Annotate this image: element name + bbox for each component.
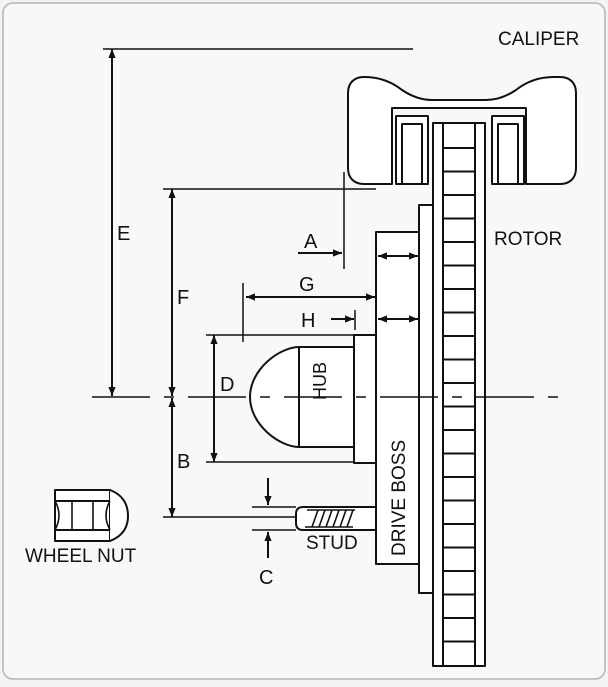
stud-label: STUD [306, 533, 358, 554]
dimension-f-label: F [177, 287, 189, 309]
rotor-label: ROTOR [494, 229, 562, 250]
stud-threads [305, 509, 355, 528]
hub-flange [353, 334, 377, 464]
hub-cap [249, 346, 300, 448]
drive-boss-label: DRIVE BOSS [389, 440, 410, 556]
extension-lines [103, 48, 413, 531]
wheel-nut-seat [109, 489, 129, 542]
rotor-hat [418, 204, 434, 594]
dimension-c-label: C [259, 567, 273, 589]
caliper-piston-outer [497, 123, 519, 185]
rotor [432, 122, 486, 667]
dimension-e-label: E [117, 223, 130, 245]
caliper [347, 76, 577, 185]
hub-label: HUB [310, 362, 330, 400]
wheel-nut-body [54, 489, 111, 542]
stud [295, 506, 377, 531]
wheel-nut-label: WHEEL NUT [25, 546, 137, 567]
dimension-a-label: A [304, 231, 318, 253]
caliper-body [347, 76, 577, 185]
rotor-vanes [442, 122, 476, 667]
rotor-rungs [443, 147, 475, 643]
dimension-h-label: H [301, 310, 315, 332]
drive-boss [375, 231, 420, 565]
caliper-piston-inner [401, 123, 423, 185]
caliper-label: CALIPER [498, 29, 579, 50]
dimension-arrows [108, 49, 418, 558]
dimension-g-label: G [299, 274, 315, 296]
dimension-b-label: B [177, 451, 190, 473]
wheel-nut [54, 489, 129, 542]
dimension-d-label: D [220, 374, 234, 396]
